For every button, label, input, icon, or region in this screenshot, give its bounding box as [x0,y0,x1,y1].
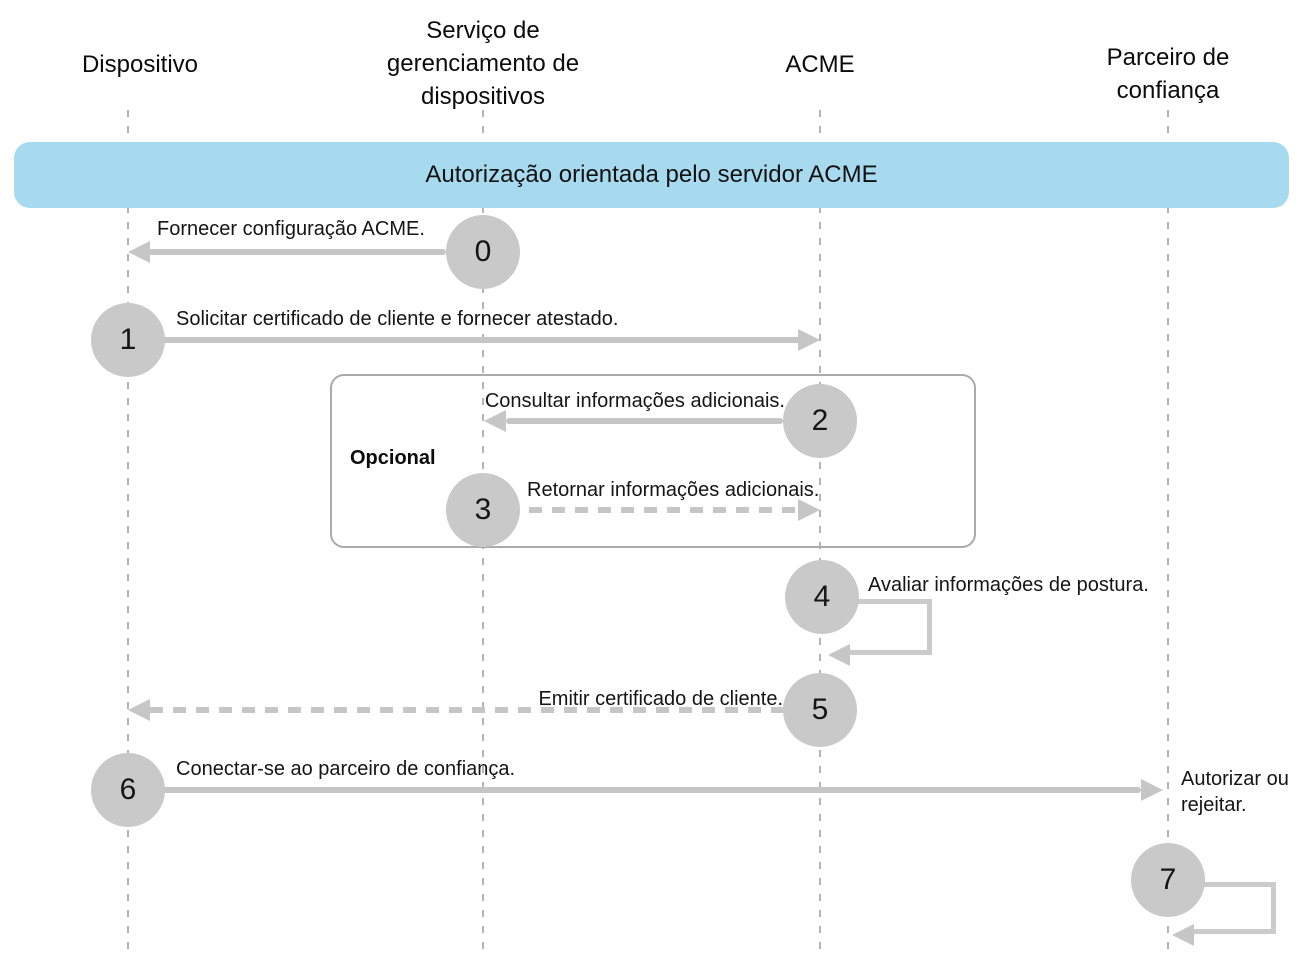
lifeline-dispositivo [127,110,129,950]
message-label-step-3: Retornar informações adicionais. [527,479,820,501]
self-loop-step-4 [840,599,932,655]
actor-acme: ACME [785,51,855,78]
step-circle-0: 0 [446,215,520,289]
message-label-step-6: Conectar-se ao parceiro de confiança. [176,758,516,780]
arrowhead-right-step-3 [798,499,820,521]
arrow-line-step-5 [150,707,783,713]
arrow-line-step-2 [506,418,783,424]
arrow-line-step-1 [128,337,800,343]
step-number-3: 3 [474,493,492,526]
step-circle-3: 3 [446,473,520,547]
step-circle-5: 5 [783,673,857,747]
message-label-step-4: Avaliar informações de postura. [868,574,1149,596]
step-number-5: 5 [811,693,829,726]
step-circle-4: 4 [785,560,859,634]
step-circle-6: 6 [91,753,165,827]
arrowhead-left-step-7 [1172,924,1194,946]
title-banner-label: Autorização orientada pelo servidor ACME [425,161,878,188]
step-circle-2: 2 [783,384,857,458]
arrowhead-left-step-2 [484,410,506,432]
arrow-line-step-0 [146,249,446,255]
arrow-line-step-6 [128,787,1141,793]
self-loop-step-7 [1186,882,1276,934]
step-number-1: 1 [119,323,137,356]
optional-group-box [330,374,976,548]
step-number-0: 0 [474,235,492,268]
actor-dispositivo: Dispositivo [81,51,199,78]
step-number-6: 6 [119,773,137,806]
step-circle-7: 7 [1131,843,1205,917]
step-number-7: 7 [1159,863,1177,896]
actor-parceiro-confianca: Parceiro de confiança [1106,44,1230,104]
arrow-line-step-3 [483,507,796,513]
arrowhead-left-step-0 [128,241,150,263]
message-label-step-0: Fornecer configuração ACME. [157,218,425,240]
step-number-4: 4 [813,580,831,613]
message-label-step-5: Emitir certificado de cliente. [538,688,783,710]
arrowhead-left-step-5 [128,699,150,721]
message-label-step-1: Solicitar certificado de cliente e forne… [176,308,619,330]
arrowhead-right-step-1 [798,329,820,351]
lifeline-parceiro-confianca [1167,110,1169,950]
arrowhead-left-step-4 [828,644,850,666]
arrowhead-right-step-6 [1141,779,1163,801]
message-label-step-2: Consultar informações adicionais. [484,390,785,412]
step-number-2: 2 [811,404,829,437]
actor-servico-gerenciamento: Serviço de gerenciamento de dispositivos [386,17,580,110]
optional-group-label: Opcional [350,447,436,469]
lifeline-acme [819,110,821,950]
message-label-step-7: Autorizar ou rejeitar. [1181,768,1289,816]
step-circle-1: 1 [91,303,165,377]
title-banner: Autorização orientada pelo servidor ACME [14,142,1289,208]
